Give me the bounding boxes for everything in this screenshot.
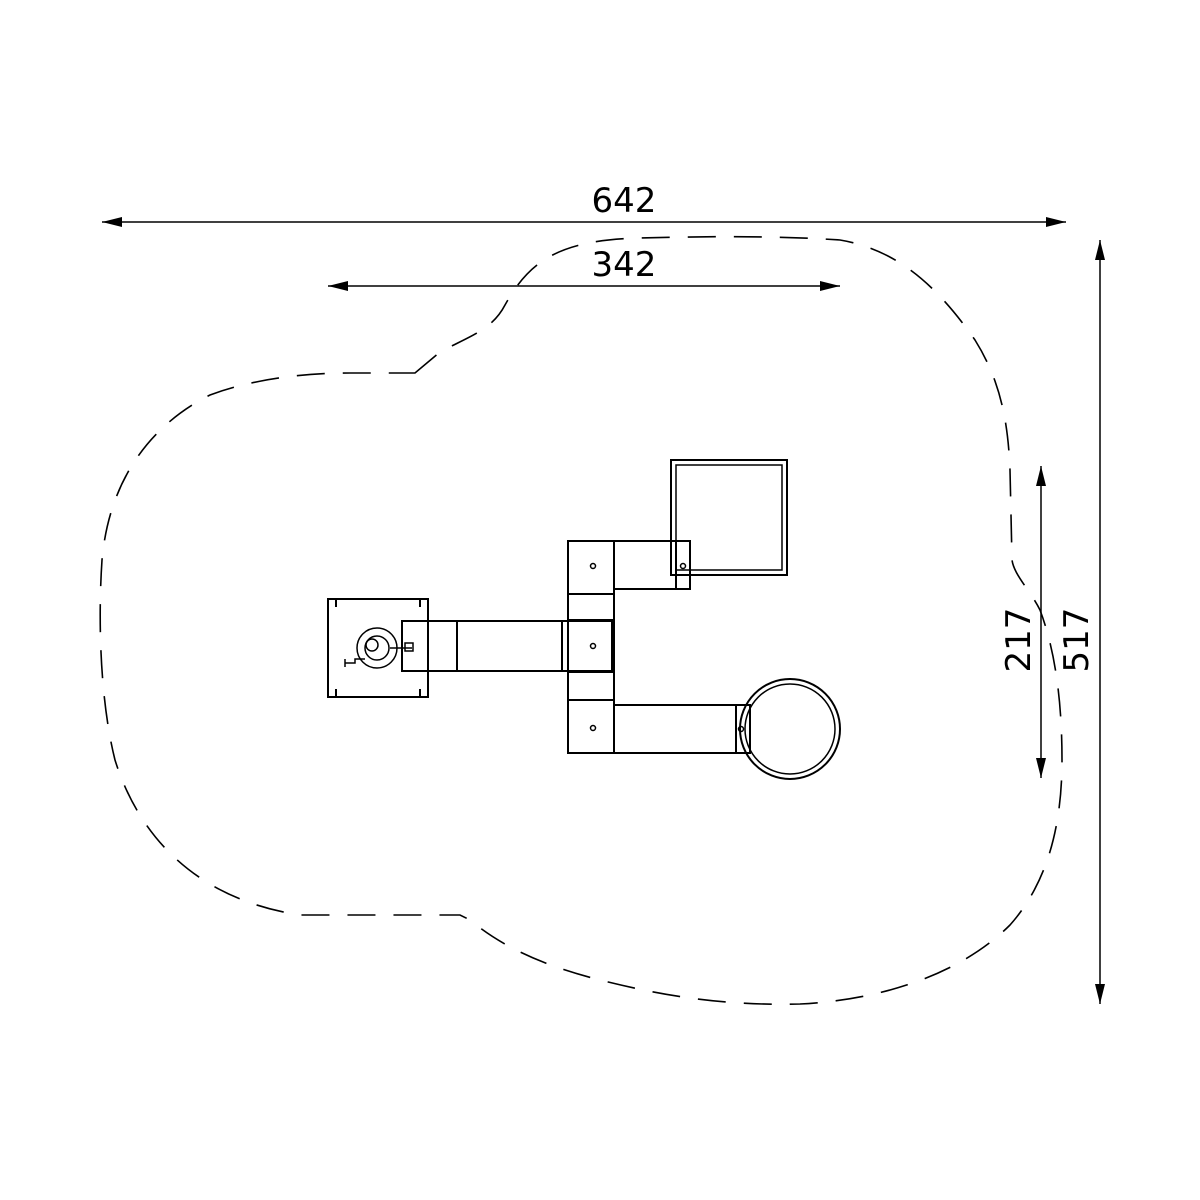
inner-height-label: 217	[999, 608, 1039, 673]
dimension-inner-height: 217	[999, 466, 1046, 778]
round-platform	[739, 678, 841, 780]
horizontal-beam	[401, 620, 613, 672]
dimension-inner-width: 342	[328, 245, 840, 291]
overall-width-label: 642	[592, 181, 657, 221]
dimension-overall-width: 642	[102, 181, 1066, 227]
safety-zone-outline	[99, 235, 1063, 1006]
overall-height-label: 517	[1057, 608, 1097, 673]
central-tower	[567, 540, 615, 754]
lower-beam	[613, 704, 751, 754]
square-platform	[670, 459, 788, 576]
dimension-overall-height: 517	[1057, 240, 1105, 1004]
upper-beam	[613, 540, 691, 590]
inner-width-label: 342	[592, 245, 657, 285]
small-platform	[327, 598, 429, 698]
